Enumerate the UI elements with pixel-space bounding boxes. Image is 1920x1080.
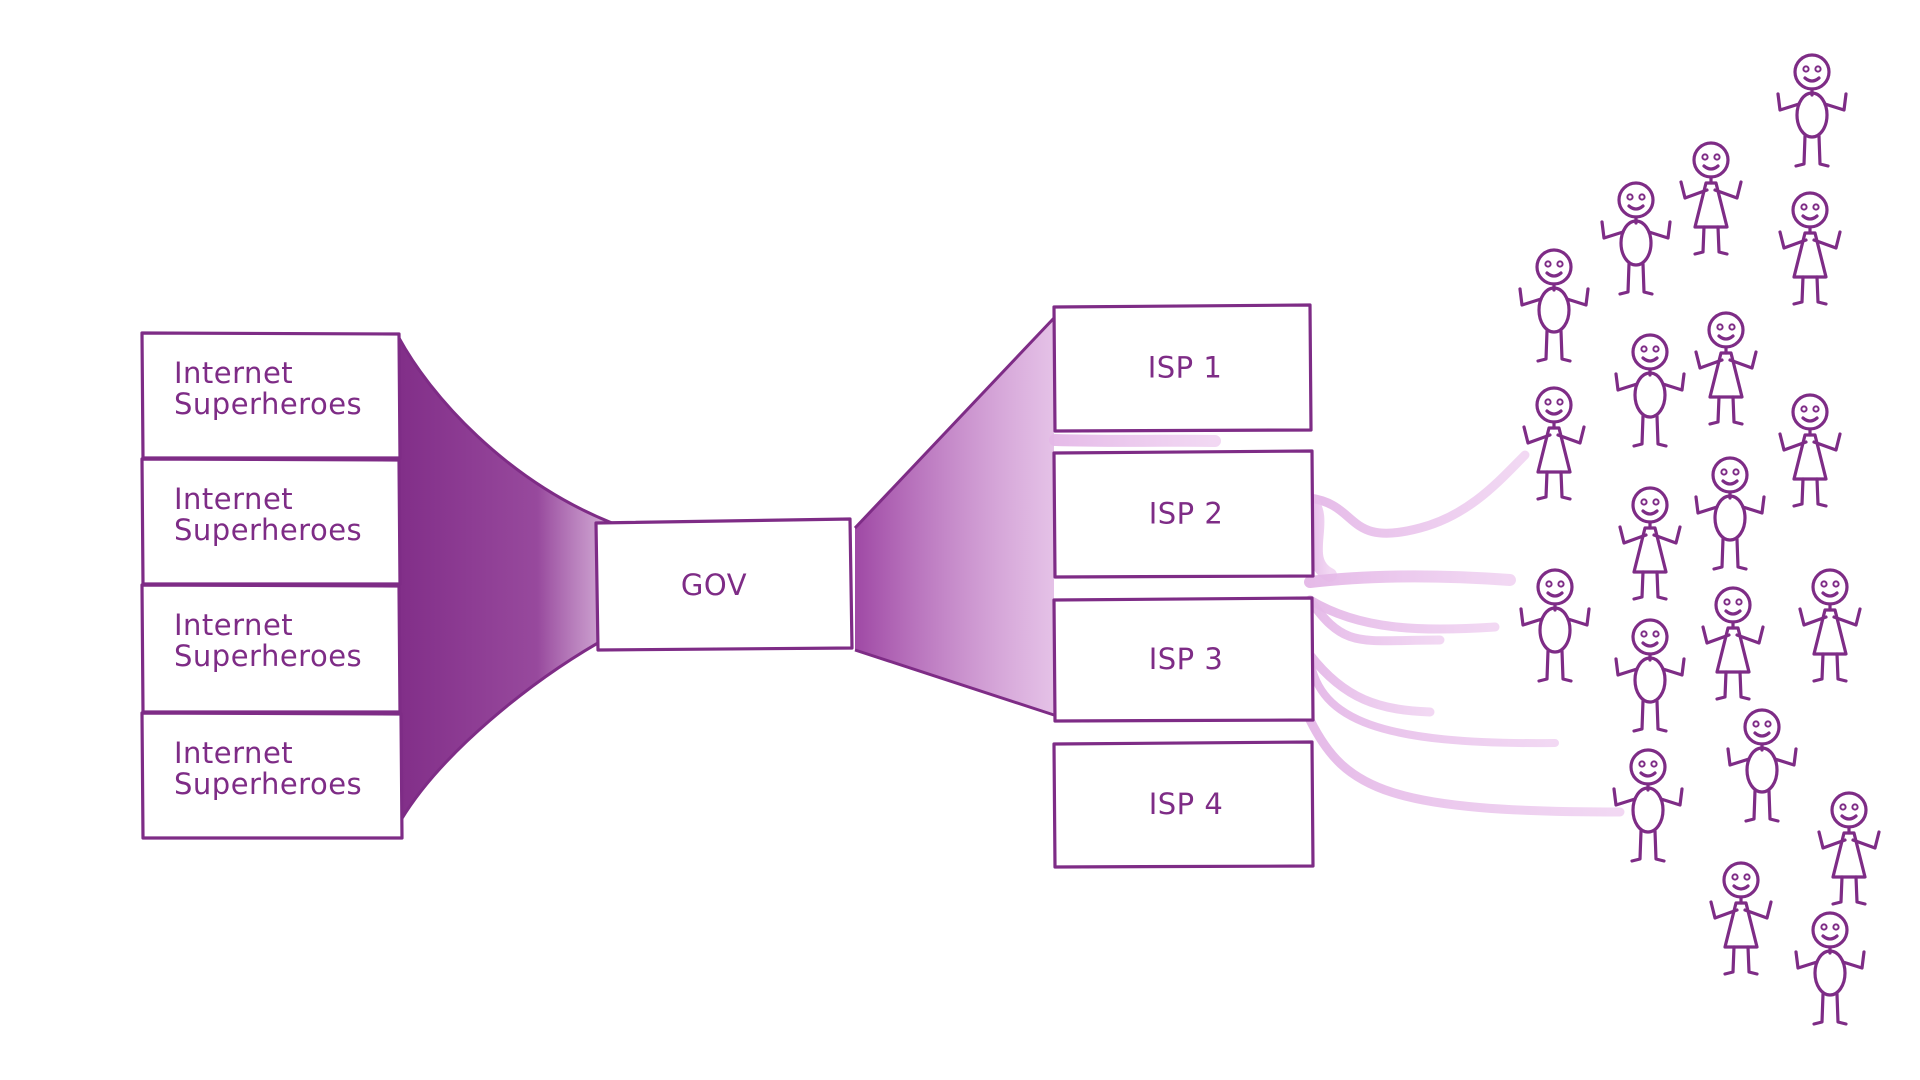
provider-label: ISP 4 bbox=[1149, 787, 1224, 821]
streams bbox=[1049, 434, 1625, 817]
stick-figure-icon bbox=[1794, 911, 1866, 1026]
stick-figure-icon bbox=[1701, 586, 1765, 701]
source-box bbox=[140, 583, 402, 714]
source-label-line2: Superheroes bbox=[174, 639, 362, 673]
provider-node: ISP 4 bbox=[1052, 740, 1315, 869]
funnel-left-edge-top bbox=[397, 337, 613, 525]
stream-isp3-top bbox=[1305, 595, 1445, 646]
stream-isp4 bbox=[1305, 715, 1625, 817]
funnel-right-edge-top bbox=[853, 316, 1056, 530]
source-boxes: InternetSuperheroesInternetSuperheroesIn… bbox=[140, 331, 404, 840]
gateway-node: GOV bbox=[594, 517, 854, 652]
stick-figure-icon bbox=[1817, 791, 1881, 906]
stick-figure-icon bbox=[1614, 618, 1686, 733]
people-crowd bbox=[1518, 53, 1881, 1026]
stream-isp1-bottom bbox=[1049, 434, 1221, 447]
funnel-left-edge-bottom bbox=[399, 633, 613, 821]
stream-isp2-fan bbox=[1303, 493, 1337, 582]
stream-isp3-far bbox=[1306, 656, 1559, 748]
provider-label: ISP 1 bbox=[1148, 351, 1223, 385]
source-box bbox=[140, 711, 404, 840]
stream-isp3-low bbox=[1305, 650, 1435, 717]
provider-boxes: ISP 1 ISP 2 ISP 3 ISP 4 bbox=[1052, 303, 1315, 869]
stick-figure-icon bbox=[1518, 248, 1590, 363]
stick-figure-icon bbox=[1778, 393, 1842, 508]
source-box bbox=[140, 331, 402, 460]
stream-isp2-top bbox=[1305, 450, 1530, 538]
source-box bbox=[140, 457, 402, 586]
provider-box bbox=[1052, 303, 1313, 433]
stick-figure-icon bbox=[1778, 191, 1842, 306]
provider-box bbox=[1052, 596, 1315, 723]
provider-label: ISP 3 bbox=[1149, 642, 1224, 676]
stick-figure-icon bbox=[1776, 53, 1848, 168]
source-label-line1: Internet bbox=[174, 356, 293, 390]
stick-figure-icon bbox=[1614, 333, 1686, 448]
funnels bbox=[397, 316, 1056, 821]
stick-figure-icon bbox=[1694, 311, 1758, 426]
source-label-line2: Superheroes bbox=[174, 767, 362, 801]
provider-box bbox=[1052, 740, 1315, 869]
funnel-right bbox=[855, 318, 1054, 715]
source-label-line1: Internet bbox=[174, 482, 293, 516]
stick-figure-icon bbox=[1519, 568, 1591, 683]
stick-figure-icon bbox=[1612, 748, 1684, 863]
stick-figure-icon bbox=[1618, 486, 1682, 601]
stream-isp3-mid bbox=[1305, 595, 1500, 634]
stick-figure-icon bbox=[1709, 861, 1773, 976]
provider-node: ISP 3 bbox=[1052, 596, 1315, 723]
gateway-box bbox=[594, 517, 854, 652]
provider-node: ISP 1 bbox=[1052, 303, 1313, 433]
gateway-label: GOV bbox=[681, 568, 747, 602]
stick-figure-icon bbox=[1694, 456, 1766, 571]
provider-label: ISP 2 bbox=[1149, 497, 1224, 531]
source-label-line2: Superheroes bbox=[174, 513, 362, 547]
stick-figure-icon bbox=[1679, 141, 1743, 256]
provider-node: ISP 2 bbox=[1052, 449, 1315, 579]
stream-isp2-isp3 bbox=[1304, 570, 1516, 588]
provider-box bbox=[1052, 449, 1315, 579]
funnel-right-edge-bottom bbox=[854, 648, 1055, 717]
source-label-line1: Internet bbox=[174, 608, 293, 642]
stick-figure-icon bbox=[1600, 181, 1672, 296]
stick-figure-icon bbox=[1726, 708, 1798, 823]
stick-figure-icon bbox=[1522, 386, 1586, 501]
source-label-line2: Superheroes bbox=[174, 387, 362, 421]
stick-figure-icon bbox=[1798, 568, 1862, 683]
funnel-left bbox=[399, 338, 612, 820]
source-label-line1: Internet bbox=[174, 736, 293, 770]
